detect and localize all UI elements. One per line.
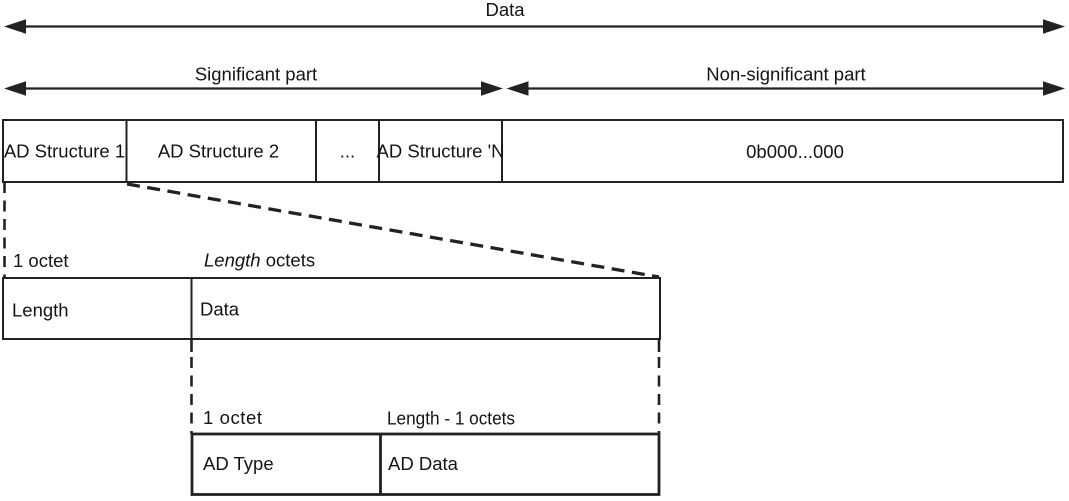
svg-text:AD Structure 1: AD Structure 1	[4, 141, 125, 162]
svg-text:Data: Data	[485, 0, 525, 20]
svg-text:Significant part: Significant part	[195, 64, 317, 85]
svg-text:Length: Length	[12, 300, 69, 321]
svg-text:1 octet: 1 octet	[13, 250, 69, 271]
svg-text:Non-significant part: Non-significant part	[706, 64, 865, 85]
svg-text:Data: Data	[200, 299, 240, 320]
svg-text:Length - 1 octets: Length - 1 octets	[387, 408, 515, 429]
svg-text:...: ...	[340, 141, 355, 162]
svg-text:AD Data: AD Data	[388, 453, 459, 474]
svg-text:AD Structure 2: AD Structure 2	[158, 141, 279, 162]
svg-text:AD Type: AD Type	[203, 453, 274, 474]
svg-text:Length octets: Length octets	[204, 250, 315, 271]
svg-text:1 octet: 1 octet	[203, 407, 262, 428]
svg-text:AD Structure 'N: AD Structure 'N	[377, 141, 505, 162]
svg-text:0b000...000: 0b000...000	[746, 141, 844, 162]
